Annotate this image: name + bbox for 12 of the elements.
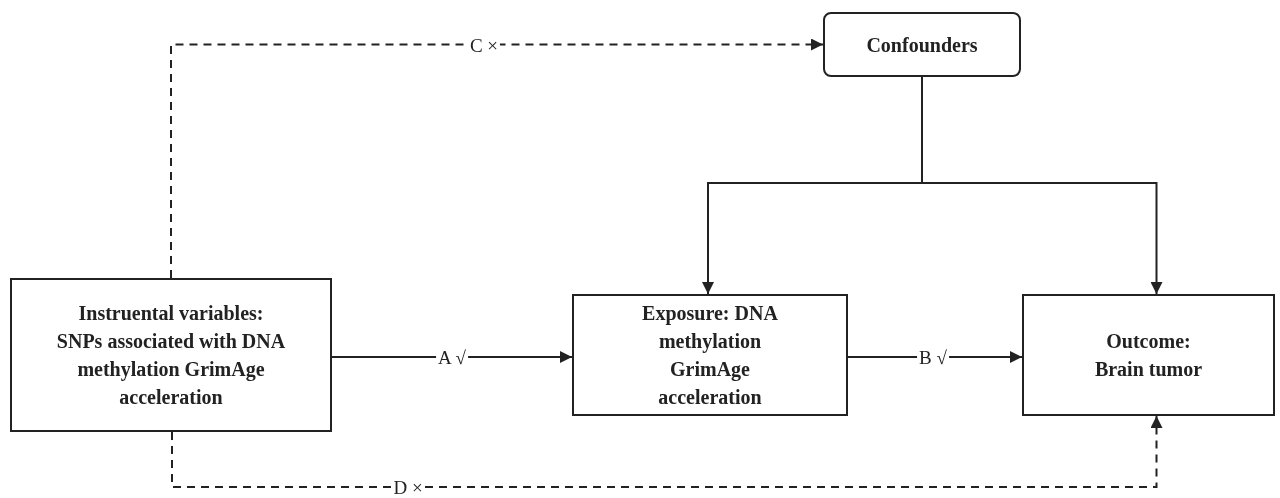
process-box bbox=[1022, 294, 1275, 416]
edge-label: A √ bbox=[436, 347, 468, 367]
node-text: Outcome: Brain tumor bbox=[1093, 329, 1204, 382]
process-box bbox=[10, 278, 332, 432]
arrow bbox=[170, 38, 824, 279]
node-text: Instruental variables: SNPs associated with DNA methylation GrimAge acceleration bbox=[55, 301, 287, 410]
node-text: Exposure: DNA methylation GrimAge acceleration bbox=[641, 301, 779, 410]
node-text: Confounders bbox=[866, 32, 978, 58]
arrow bbox=[171, 415, 1163, 488]
process-box bbox=[823, 12, 1021, 77]
process-box bbox=[572, 294, 848, 416]
edge-label: B √ bbox=[917, 347, 949, 367]
